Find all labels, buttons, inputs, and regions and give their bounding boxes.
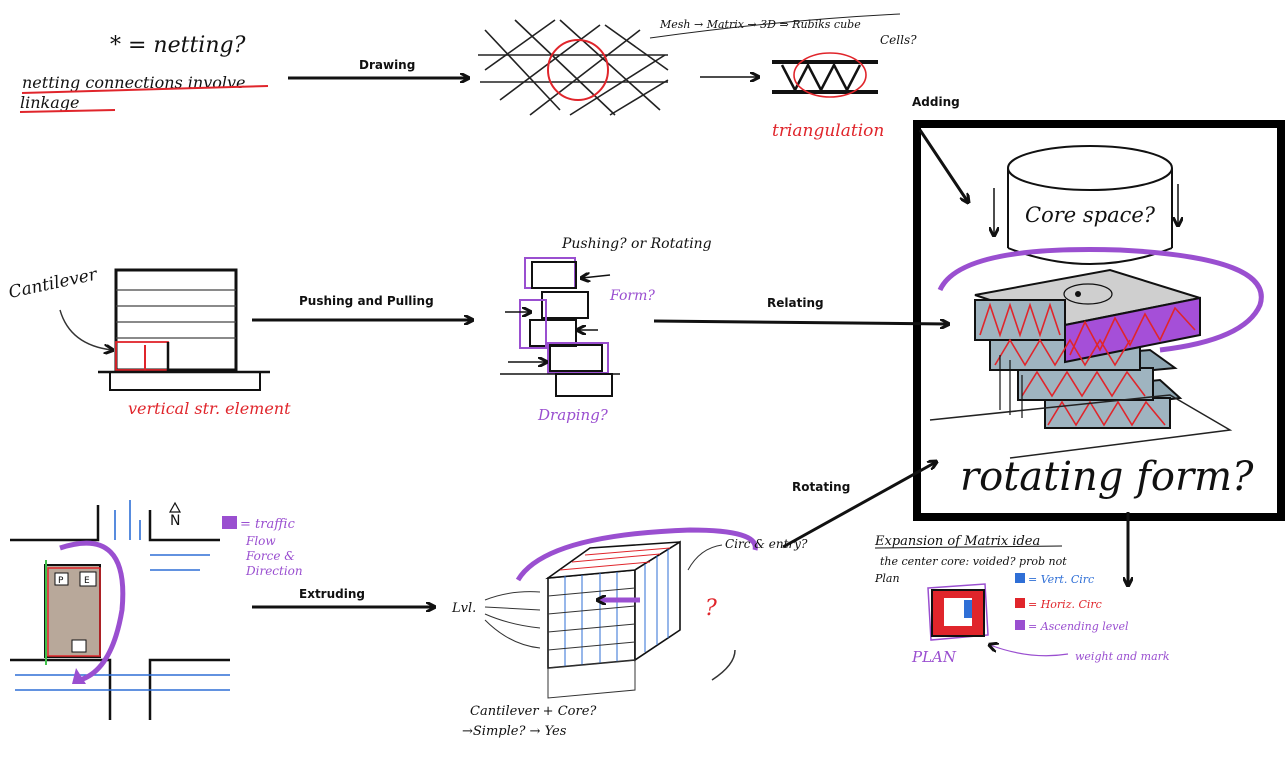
north-label: N bbox=[170, 513, 180, 529]
traffic-line1: = traffic bbox=[240, 517, 296, 532]
weight-label: weight and mark bbox=[1075, 650, 1170, 663]
pushing-label: Pushing? or Rotating bbox=[561, 236, 712, 252]
ascending-label: = Ascending level bbox=[1028, 620, 1129, 633]
triangulation-label: triangulation bbox=[772, 121, 884, 141]
flow-arrow-adding: Adding bbox=[912, 95, 968, 202]
rotating-form-label: rotating form? bbox=[960, 454, 1254, 500]
sketch-cantilever: Cantilever vertical str. element bbox=[7, 265, 291, 418]
expansion-label: Expansion of Matrix idea bbox=[874, 534, 1040, 549]
vertical-element-label: vertical str. element bbox=[128, 399, 291, 418]
e-label: E bbox=[84, 576, 90, 586]
sketch-site-plan: P E N = traffic Flow Force & Direction bbox=[10, 500, 303, 720]
cantilever-label: Cantilever bbox=[7, 265, 100, 303]
sketch-truss-cells: Cells? triangulation bbox=[772, 33, 917, 141]
sketch-pushing-blocks: Pushing? or Rotating Form? Draping? bbox=[500, 236, 712, 424]
core-space-label: Core space? bbox=[1025, 203, 1156, 227]
p-label: P bbox=[58, 576, 64, 586]
flow-arrow-rotating: Rotating bbox=[782, 462, 936, 549]
rotating-label: Rotating bbox=[792, 480, 850, 494]
drawing-label: Drawing bbox=[359, 58, 415, 72]
pushing-pulling-label: Pushing and Pulling bbox=[299, 294, 434, 308]
form-label: Form? bbox=[609, 288, 655, 304]
adding-label: Adding bbox=[912, 95, 960, 109]
sketch-mesh-grid bbox=[478, 19, 669, 116]
relating-label: Relating bbox=[767, 296, 824, 310]
center-core-label: the center core: voided? prob not bbox=[880, 555, 1067, 568]
circ-entry-label: Circ & entry? bbox=[725, 537, 808, 551]
flow-arrow-relating: Relating bbox=[653, 296, 948, 324]
vert-circ-label: = Vert. Circ bbox=[1028, 573, 1094, 586]
lvl-label: Lvl. bbox=[451, 601, 476, 616]
traffic-line2: Flow bbox=[245, 534, 276, 548]
extruding-label: Extruding bbox=[299, 587, 365, 601]
simple-label: →Simple? → Yes bbox=[462, 724, 567, 739]
flow-arrow-drawing: Drawing bbox=[288, 58, 468, 78]
cantilever-core-label: Cantilever + Core? bbox=[470, 704, 597, 719]
sketch-extruded-cube: Lvl. Circ & entry? ? Cantilever + Core? … bbox=[451, 527, 808, 739]
plan-word-label: Plan bbox=[874, 572, 900, 585]
sketch-plan-legend: Expansion of Matrix idea the center core… bbox=[874, 534, 1170, 666]
netting-line2: linkage bbox=[20, 93, 79, 112]
sketch-netting-note: * = netting? netting connections involve… bbox=[19, 33, 269, 113]
draping-label: Draping? bbox=[537, 406, 609, 424]
traffic-line3: Force & bbox=[245, 549, 295, 563]
flow-arrow-pushing-pulling: Pushing and Pulling bbox=[252, 294, 472, 320]
rotating-form-panel: Core space? rotating form? bbox=[913, 120, 1285, 521]
flow-arrow-extruding: Extruding bbox=[252, 587, 434, 607]
plan-label: PLAN bbox=[911, 648, 957, 666]
horiz-circ-label: = Horiz. Circ bbox=[1028, 598, 1102, 611]
svg-text:?: ? bbox=[705, 596, 717, 621]
traffic-line4: Direction bbox=[245, 564, 303, 578]
cells-label: Cells? bbox=[880, 33, 917, 47]
netting-question: * = netting? bbox=[110, 33, 246, 58]
